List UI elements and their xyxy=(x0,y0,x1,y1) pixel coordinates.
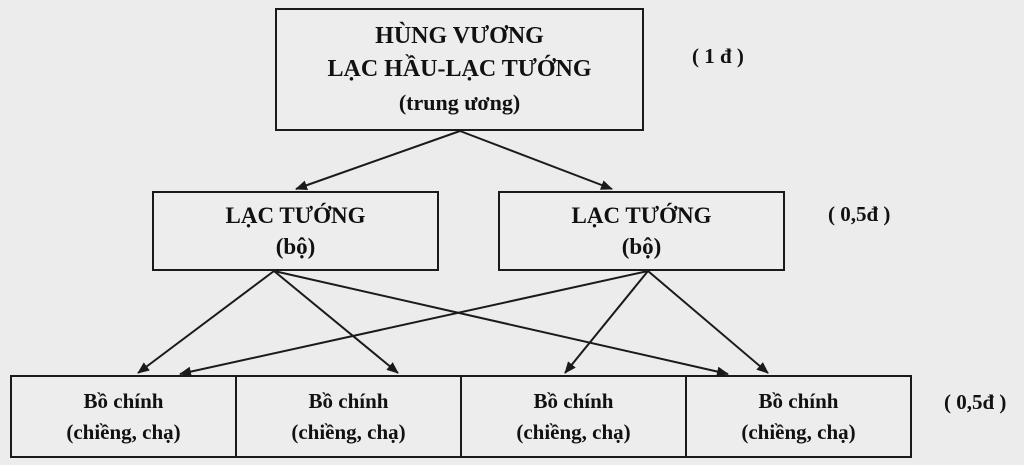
arrow-midleft-to-bottom-2 xyxy=(273,270,399,374)
mid-node-subtitle: (bộ) xyxy=(621,234,662,259)
bottom-node-box-2: Bồ chính (chiềng, chạ) xyxy=(235,375,462,458)
arrow-midright-to-bottom-1 xyxy=(179,270,649,377)
bottom-node-title: Bồ chính xyxy=(533,388,614,413)
arrow-midright-to-bottom-3 xyxy=(564,270,649,374)
bottom-node-subtitle: (chiềng, chạ) xyxy=(516,419,631,444)
bottom-node-subtitle: (chiềng, chạ) xyxy=(291,419,406,444)
bottom-node-box-1: Bồ chính (chiềng, chạ) xyxy=(10,375,237,458)
mid-node-box-right: LẠC TƯỚNG (bộ) xyxy=(498,191,785,271)
score-label-top: ( 1 đ ) xyxy=(692,44,744,68)
top-node-box: HÙNG VƯƠNG LẠC HẦU-LẠC TƯỚNG (trung ương… xyxy=(275,8,644,131)
score-label-bottom: ( 0,5đ ) xyxy=(944,390,1007,414)
top-node-line1: HÙNG VƯƠNG xyxy=(375,23,544,49)
mid-node-title: LẠC TƯỚNG xyxy=(571,203,712,228)
arrow-top-to-mid-left xyxy=(295,130,461,191)
mid-node-title: LẠC TƯỚNG xyxy=(225,203,366,228)
bottom-node-subtitle: (chiềng, chạ) xyxy=(741,419,856,444)
bottom-node-box-3: Bồ chính (chiềng, chạ) xyxy=(460,375,687,458)
mid-node-subtitle: (bộ) xyxy=(275,234,316,259)
bottom-node-title: Bồ chính xyxy=(308,388,389,413)
bottom-node-title: Bồ chính xyxy=(83,388,164,413)
arrow-midright-to-bottom-4 xyxy=(647,270,769,374)
bottom-node-title: Bồ chính xyxy=(758,388,839,413)
score-label-mid: ( 0,5đ ) xyxy=(828,202,891,226)
bottom-node-subtitle: (chiềng, chạ) xyxy=(66,419,181,444)
arrow-midleft-to-bottom-1 xyxy=(137,270,275,374)
arrow-top-to-mid-right xyxy=(459,130,613,190)
mid-node-box-left: LẠC TƯỚNG (bộ) xyxy=(152,191,439,271)
top-node-line2: LẠC HẦU-LẠC TƯỚNG xyxy=(327,56,592,82)
arrow-midleft-to-bottom-4 xyxy=(273,270,729,377)
bottom-node-box-4: Bồ chính (chiềng, chạ) xyxy=(685,375,912,458)
top-node-line3: (trung ương) xyxy=(398,90,521,115)
